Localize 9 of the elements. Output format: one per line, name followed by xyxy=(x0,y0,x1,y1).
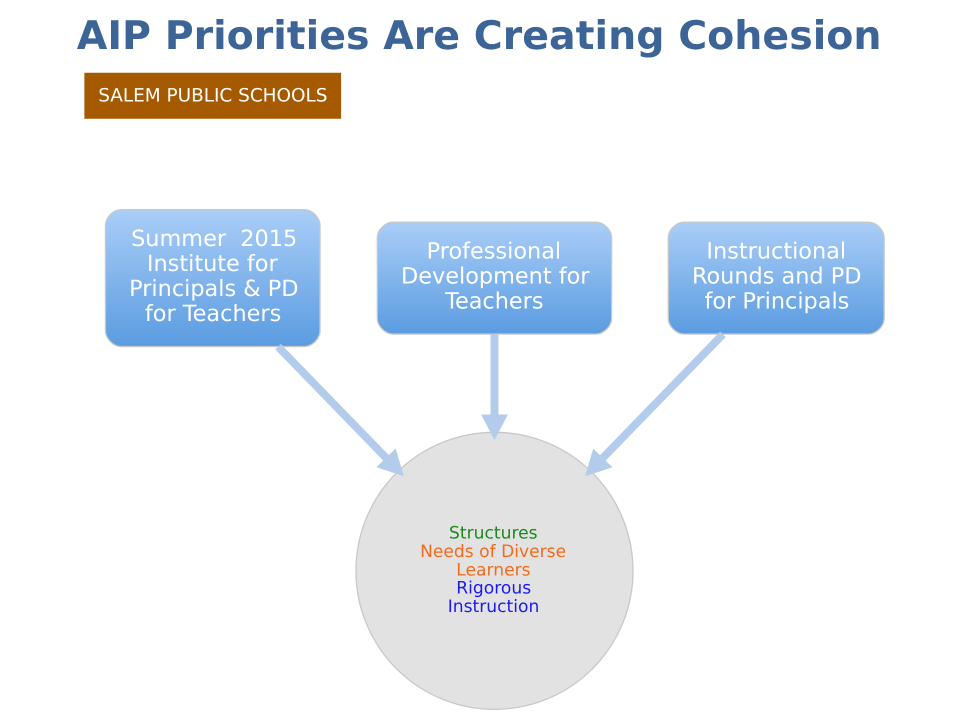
node-box: Instructional Rounds and PD for Principals xyxy=(667,221,884,335)
node-circle: Structures Needs of Diverse Learners Rigorous Instruction xyxy=(354,432,634,710)
node-box: Professional Development for Teachers xyxy=(376,221,612,335)
diagram-title: AIP Priorities Are Creating Cohesion xyxy=(76,13,881,60)
node-box: Summer 2015 Institute for Principals & PD for Teachers xyxy=(104,208,320,348)
arrow xyxy=(584,332,726,476)
arrow xyxy=(274,344,404,476)
label: SALEM PUBLIC SCHOOLS xyxy=(98,85,328,106)
arrow xyxy=(480,334,508,440)
